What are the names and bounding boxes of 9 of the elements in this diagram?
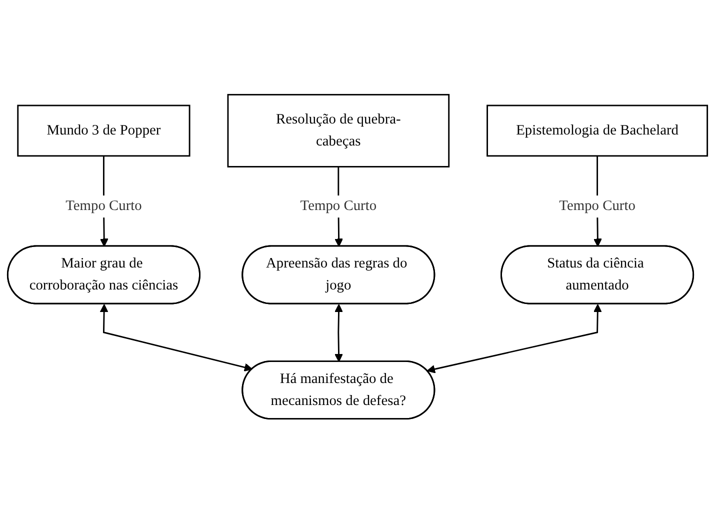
- arrow: [334, 304, 343, 362]
- arrow: [426, 304, 602, 374]
- edge-label: Tempo Curto: [300, 198, 377, 214]
- node-box: Epistemologia de Bachelard: [486, 104, 708, 156]
- node-box: Mundo 3 de Popper: [17, 104, 190, 156]
- edge-label: Tempo Curto: [559, 198, 636, 214]
- arrow: [100, 304, 253, 372]
- node-box: Resolução de quebra-cabeças: [227, 94, 450, 168]
- edge-label: Tempo Curto: [66, 198, 142, 214]
